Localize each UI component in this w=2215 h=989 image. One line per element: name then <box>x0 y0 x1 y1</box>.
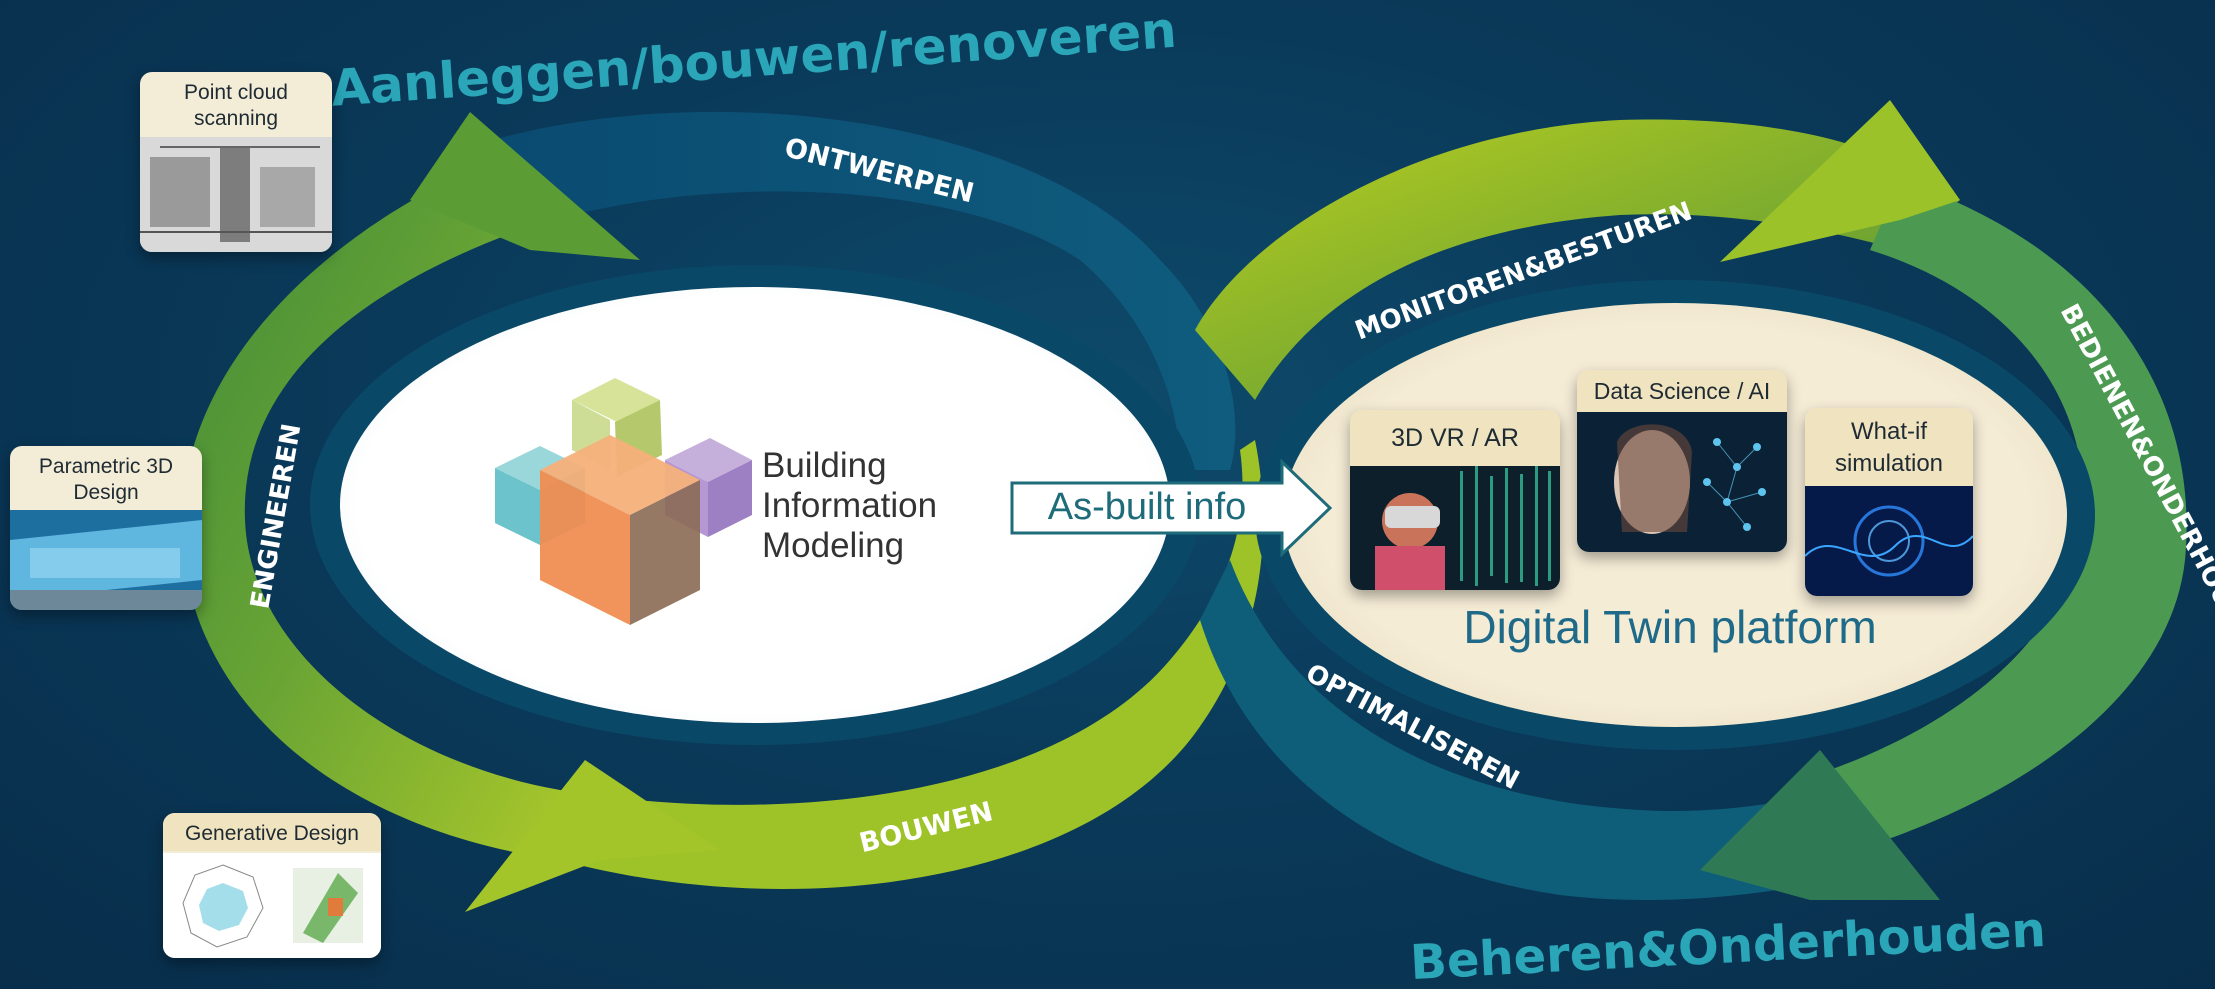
left-ring-teal <box>460 111 1236 471</box>
right-ring-teal-bottom <box>1200 560 1830 900</box>
panel-vr-ar-label: 3D VR / AR <box>1350 410 1560 466</box>
left-ring-green-bottom <box>560 440 1264 889</box>
simulation-image <box>1805 486 1973 596</box>
arrowhead-top-left <box>410 112 640 260</box>
arrowhead-bottom-left <box>465 760 720 912</box>
panel-what-if: What-if simulation <box>1805 408 1973 596</box>
as-built-label: As-built info <box>1047 486 1247 528</box>
right-ring-green-top <box>1195 119 1960 400</box>
right-ring-green-right <box>1800 180 2187 860</box>
point-cloud-image <box>140 137 332 252</box>
bim-cubes-logo <box>495 378 752 625</box>
left-ring-green-left <box>181 170 560 860</box>
panel-data-science: Data Science / AI <box>1577 370 1787 552</box>
bim-line-1: Building <box>762 446 887 485</box>
bim-line-3: Modeling <box>762 526 905 565</box>
arrowhead-top-right <box>1720 100 1960 262</box>
bim-line-2: Information <box>762 486 938 525</box>
heading-top: Aanleggen/bouwen/renoveren <box>329 1 1178 118</box>
as-built-arrow <box>1010 458 1333 558</box>
card-parametric-label: Parametric 3D Design <box>38 455 174 505</box>
arrowhead-bottom-right <box>1700 750 1940 900</box>
card-point-cloud: Point cloud scanning <box>140 72 332 252</box>
bim-title: Building Information Modeling <box>762 446 937 566</box>
digital-twin-title: Digital Twin platform <box>1463 601 1877 653</box>
radar-chart-image <box>163 853 381 958</box>
card-point-cloud-label: Point cloud scanning <box>184 81 288 131</box>
building-render-image <box>10 510 202 610</box>
card-generative: Generative Design <box>163 813 381 958</box>
panel-vr-ar: 3D VR / AR <box>1350 410 1560 590</box>
card-generative-label: Generative Design <box>163 813 381 852</box>
heading-bottom: Beheren&Onderhouden <box>1409 902 2047 989</box>
panel-what-if-label: What-if simulation <box>1805 408 1973 486</box>
label-engineeren: ENGINEEREN <box>245 421 307 611</box>
panel-data-science-label: Data Science / AI <box>1577 370 1787 412</box>
vr-headset-image <box>1350 466 1560 590</box>
card-parametric: Parametric 3D Design <box>10 446 202 610</box>
ai-face-image <box>1577 412 1787 552</box>
